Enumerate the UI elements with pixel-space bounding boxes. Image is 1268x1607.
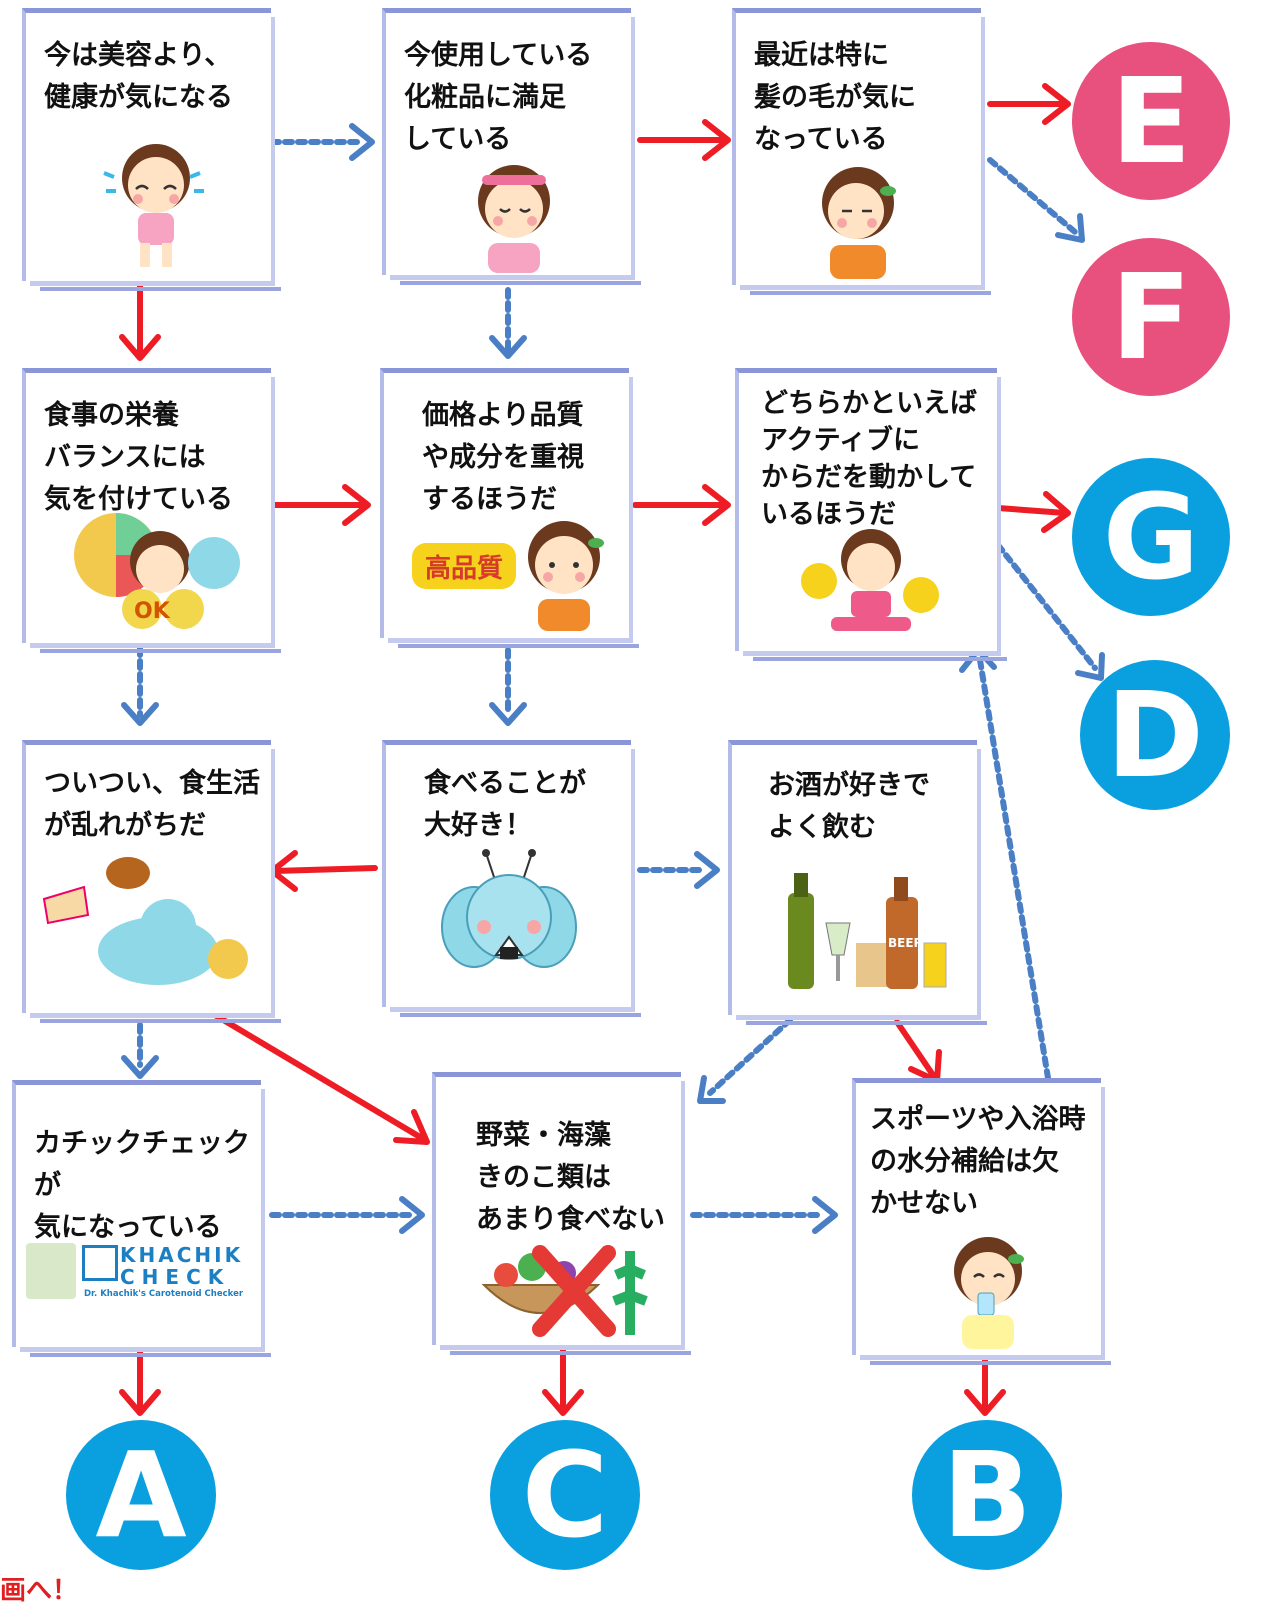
- result-badge-d[interactable]: D: [1080, 660, 1230, 810]
- beer-label: BEER: [888, 936, 923, 950]
- arrow-q3-e-head: [1042, 83, 1071, 125]
- question-text-q8: 食べることが 大好き！: [424, 768, 586, 841]
- arrow-q6-g: [995, 505, 1068, 516]
- arrow-q12-q6: [977, 657, 1051, 1081]
- result-letter-e: E: [1110, 52, 1192, 190]
- result-badge-f[interactable]: F: [1072, 238, 1230, 396]
- arrow-q1-q2-head: [349, 123, 375, 161]
- arrow-q6-g-head: [1041, 491, 1071, 533]
- quality-girl-illustration: [528, 521, 604, 631]
- question-text-q9: お酒が好きで よく飲む: [768, 770, 930, 843]
- question-card-q7: ついつい、食生活 が乱れがちだ: [22, 740, 281, 1023]
- running-girl-illustration: [103, 144, 204, 267]
- arrow-q7-q11: [212, 1012, 428, 1143]
- result-letter-d: D: [1106, 666, 1204, 804]
- question-text-q12: スポーツや入浴時 の水分補給は欠 かせない: [870, 1104, 1086, 1219]
- question-card-q1: 今は美容より、 健康が気になる: [22, 8, 281, 291]
- arrow-q9-q12: [894, 1019, 938, 1081]
- arrow-q2-q5-head: [489, 335, 527, 359]
- arrow-q1-q4-head: [119, 334, 161, 361]
- result-letter-a: A: [95, 1426, 187, 1564]
- question-text-q4: 食事の栄養 バランスには 気を付けている: [44, 400, 233, 515]
- arrow-q10-q11-head: [399, 1196, 425, 1234]
- question-card-q8: 食べることが 大好き！: [382, 740, 641, 1017]
- arrow-q7-q10-head: [121, 1055, 159, 1079]
- no-vegetables-illustration: [481, 1245, 648, 1337]
- result-badge-a[interactable]: A: [66, 1420, 216, 1570]
- result-badge-g[interactable]: G: [1072, 458, 1230, 616]
- messy-eating-illustration: [42, 857, 248, 985]
- arrow-q3-f-head: [1055, 213, 1085, 243]
- caterpillar-onigiri-illustration: [441, 849, 577, 968]
- checkbox-icon: [82, 1245, 118, 1281]
- arrow-q6-d-head: [1075, 652, 1105, 681]
- high-quality-tag: 高品質: [412, 543, 516, 589]
- alcohol-bottles-illustration: BEER: [788, 873, 947, 989]
- no-arrow-heads: [121, 123, 1105, 1234]
- arrow-q11-c-head: [542, 1389, 584, 1416]
- question-card-q3: 最近は特に 髪の毛が気に なっている: [732, 8, 991, 295]
- khachik-check-logo: KHACHIK CHECK Dr. Khachik's Carotenoid C…: [26, 1243, 258, 1305]
- khachik-subtitle: Dr. Khachik's Carotenoid Checker: [84, 1289, 244, 1299]
- arrow-q8-q7-head: [269, 850, 298, 892]
- doctor-portrait-icon: [26, 1243, 76, 1299]
- arrow-q4-q5-head: [342, 484, 371, 526]
- question-text-q11: 野菜・海藻 きのこ類は あまり食べない: [476, 1120, 665, 1235]
- arrow-q7-q11-head: [393, 1109, 430, 1145]
- question-card-q12: スポーツや入浴時 の水分補給は欠 かせない: [852, 1078, 1111, 1365]
- arrow-q9-q11: [707, 1017, 793, 1096]
- arrow-q3-f: [987, 157, 1078, 235]
- arrow-q5-q6-head: [702, 484, 731, 526]
- footer-caption: 画へ！: [0, 1576, 79, 1606]
- question-card-q10: カチックチェックが 気になっている KHACHIK CHECK Dr. Khac…: [12, 1080, 271, 1357]
- satisfied-girl-illustration: [478, 165, 550, 273]
- arrow-q9-q11-head: [697, 1075, 726, 1104]
- arrow-q10-a-head: [119, 1389, 161, 1416]
- result-letter-f: F: [1110, 248, 1192, 386]
- arrow-q8-q7: [272, 865, 378, 874]
- result-badge-e[interactable]: E: [1072, 42, 1230, 200]
- question-text-q7: ついつい、食生活 が乱れがちだ: [44, 768, 260, 841]
- question-text-q2: 今使用している 化粧品に満足 している: [404, 40, 593, 155]
- khachik-line1: KHACHIK: [120, 1243, 244, 1267]
- drinking-water-girl-illustration: [954, 1237, 1024, 1349]
- question-card-q6: どちらかといえば アクティブに からだを動かして いるほうだ: [735, 368, 1007, 661]
- question-text-q3: 最近は特に 髪の毛が気に なっている: [754, 40, 916, 155]
- question-card-q11: 野菜・海藻 きのこ類は あまり食べない: [432, 1072, 691, 1355]
- cheerleader-girl-illustration: [801, 529, 939, 631]
- question-text-q6: どちらかといえば アクティブに からだを動かして いるほうだ: [761, 388, 977, 530]
- question-card-q2: 今使用している 化粧品に満足 している: [382, 8, 641, 285]
- question-card-q5: 価格より品質 や成分を重視 するほうだ 高品質: [380, 368, 639, 648]
- question-card-q9: お酒が好きで よく飲む BEER: [728, 740, 987, 1025]
- result-letter-b: B: [942, 1426, 1032, 1564]
- arrow-q12-b-head: [964, 1389, 1006, 1416]
- arrow-q8-q9-head: [694, 851, 720, 889]
- arrow-q5-q8-head: [489, 702, 527, 726]
- arrow-q2-q3-head: [702, 119, 731, 161]
- khachik-line2: CHECK: [120, 1265, 231, 1289]
- result-letter-g: G: [1102, 468, 1200, 606]
- result-letter-c: C: [521, 1426, 609, 1564]
- hair-concern-girl-illustration: [822, 167, 896, 279]
- no-arrows: [137, 139, 1098, 1218]
- ok-label: OK: [134, 599, 171, 624]
- question-card-q4: 食事の栄養 バランスには 気を付けている OK: [22, 368, 281, 653]
- question-text-q5: 価格より品質 や成分を重視 するほうだ: [422, 400, 584, 515]
- result-badge-b[interactable]: B: [912, 1420, 1062, 1570]
- arrow-q11-q12-head: [812, 1196, 838, 1234]
- arrow-q6-d: [995, 542, 1098, 671]
- balanced-diet-illustration: OK: [74, 513, 240, 629]
- question-text-q1: 今は美容より、 健康が気になる: [44, 40, 233, 113]
- result-badge-c[interactable]: C: [490, 1420, 640, 1570]
- question-text-q10: カチックチェックが 気になっている: [34, 1128, 250, 1243]
- arrow-q4-q7-head: [121, 702, 159, 726]
